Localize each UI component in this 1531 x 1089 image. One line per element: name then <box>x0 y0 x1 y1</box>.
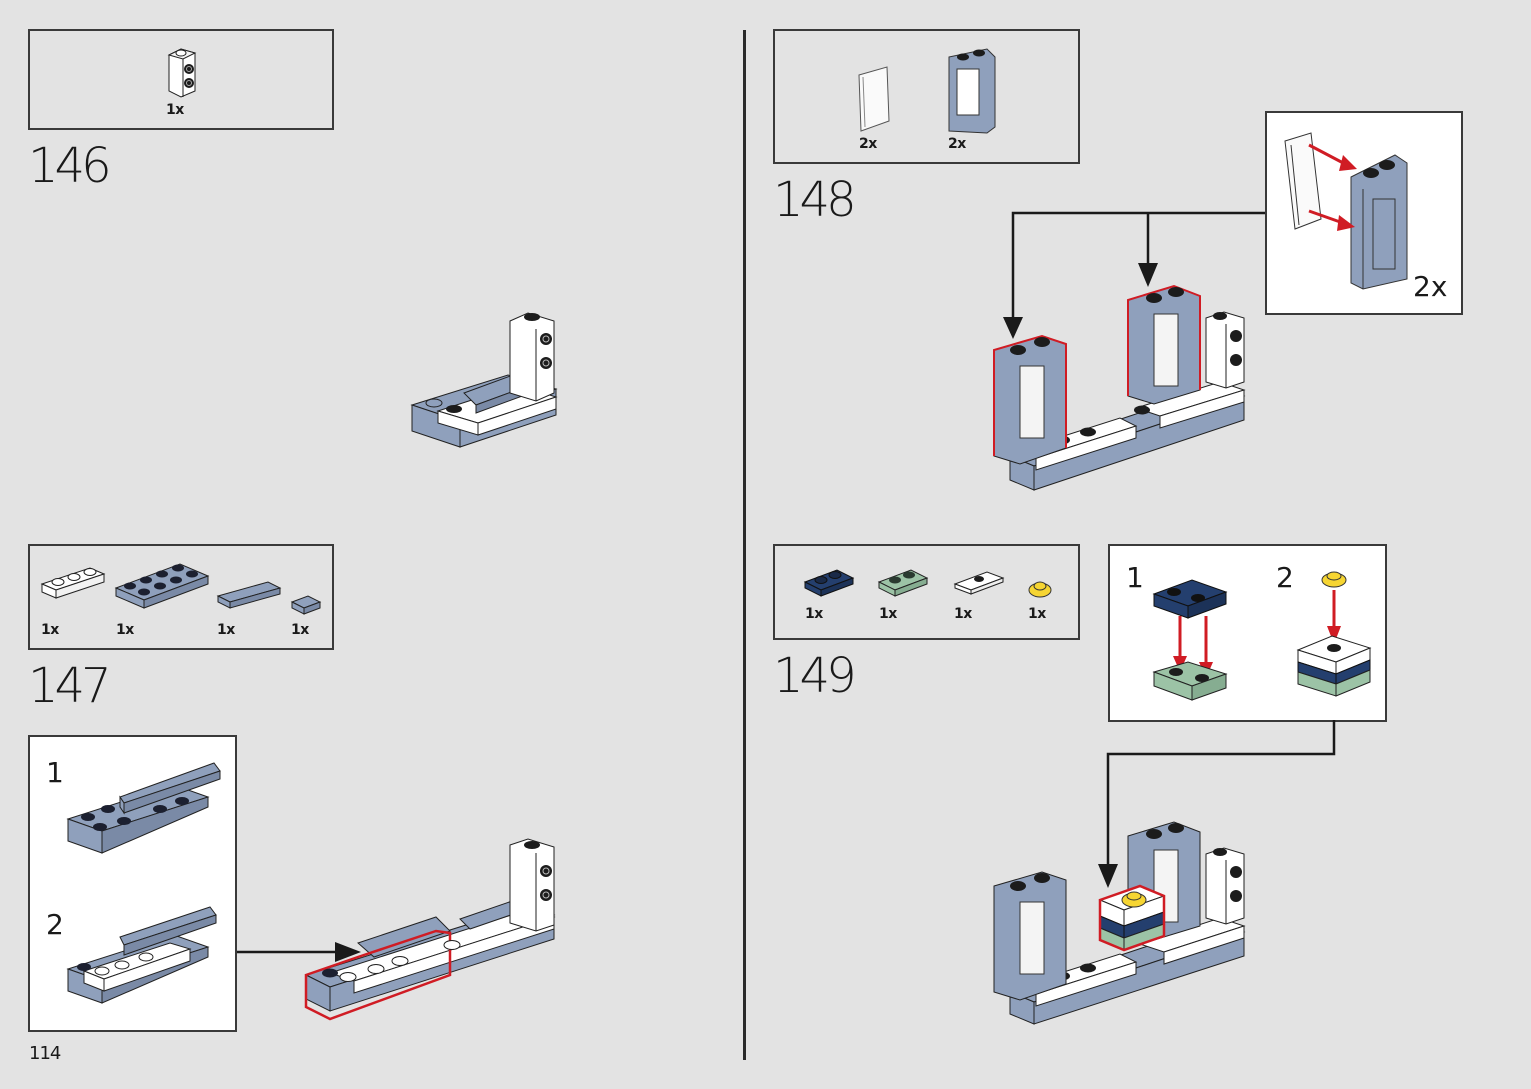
model-step-147 <box>304 838 556 1021</box>
step-number: 149 <box>773 648 857 704</box>
substep-2-illustration <box>1296 571 1372 697</box>
arrow-to-model-147 <box>237 942 361 962</box>
substep-number: 1 <box>46 756 64 789</box>
step-number: 147 <box>28 658 112 714</box>
parts-list-step-147: 1x 1x 1x 1x <box>28 544 334 650</box>
page-divider <box>743 30 746 1060</box>
part-quantity: 1x <box>805 606 823 622</box>
part-quantity: 1x <box>1028 606 1046 622</box>
callout-illustration <box>1284 132 1408 290</box>
subassembly-callout-148: 2x <box>1265 111 1463 315</box>
part-quantity: 1x <box>879 606 897 622</box>
parts-list-step-149: 1x 1x 1x 1x <box>773 544 1080 640</box>
part-quantity: 2x <box>859 136 877 152</box>
part-quantity: 2x <box>948 136 966 152</box>
substep-2-illustration <box>66 906 217 1004</box>
subassembly-callout-149: 1 2 <box>1108 544 1387 722</box>
callout-multiplier: 2x <box>1413 270 1448 303</box>
subassembly-callout-147: 1 2 <box>28 735 237 1032</box>
substep-number: 2 <box>46 908 64 941</box>
part-white-plate-1x3 <box>40 567 106 599</box>
part-white-jumper-plate <box>953 571 1005 595</box>
part-window-glass <box>858 66 890 132</box>
step-number: 148 <box>773 172 857 228</box>
part-quantity: 1x <box>217 622 235 638</box>
parts-list-step-148: 2x 2x <box>773 29 1080 164</box>
part-sand-green-plate-1x2 <box>877 569 929 597</box>
page-number: 114 <box>29 1043 61 1064</box>
part-window-frame <box>948 48 996 134</box>
substep-1-illustration <box>66 762 221 854</box>
part-sand-blue-tile-1x4 <box>216 581 282 609</box>
arrows-step-148 <box>1003 211 1265 339</box>
part-quantity: 1x <box>291 622 309 638</box>
part-sand-blue-plate-2x4 <box>114 563 210 609</box>
part-dark-blue-plate-1x2 <box>803 569 855 597</box>
parts-list-step-146: 1x <box>28 29 334 130</box>
step-number: 146 <box>28 138 112 194</box>
part-brick-1x1-studs-side <box>167 48 197 98</box>
part-sand-blue-tile-1x1 <box>290 595 322 615</box>
model-step-148 <box>993 284 1246 491</box>
part-quantity: 1x <box>166 102 184 118</box>
part-quantity: 1x <box>116 622 134 638</box>
substep-number: 2 <box>1276 561 1294 594</box>
part-quantity: 1x <box>954 606 972 622</box>
part-quantity: 1x <box>41 622 59 638</box>
model-step-146 <box>410 312 558 448</box>
substep-1-illustration <box>1152 579 1228 701</box>
substep-number: 1 <box>1126 561 1144 594</box>
part-yellow-round-plate <box>1028 581 1052 598</box>
model-step-149 <box>993 821 1246 1025</box>
arrow-to-model-149 <box>1098 720 1336 888</box>
